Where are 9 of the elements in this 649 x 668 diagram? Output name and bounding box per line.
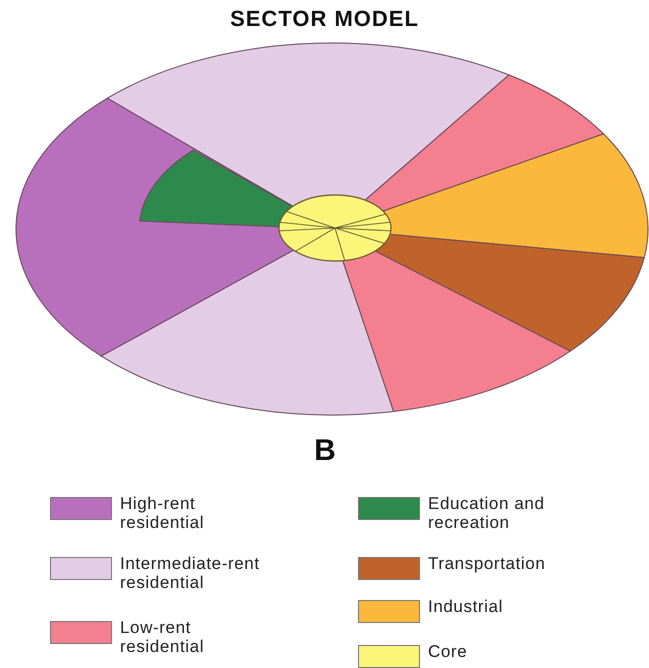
title: SECTOR MODEL xyxy=(229,6,420,32)
legend-label: High-rent residential xyxy=(120,494,206,532)
legend-label: Education and recreation xyxy=(428,494,546,532)
panel-letter: B xyxy=(313,434,337,468)
legend-label: Transportation xyxy=(428,554,546,573)
legend-label: Intermediate-rent residential xyxy=(120,554,261,592)
legend-label: Low-rent residential xyxy=(120,618,206,656)
legend-label: Core xyxy=(428,642,468,661)
legend-label: Industrial xyxy=(428,597,504,616)
